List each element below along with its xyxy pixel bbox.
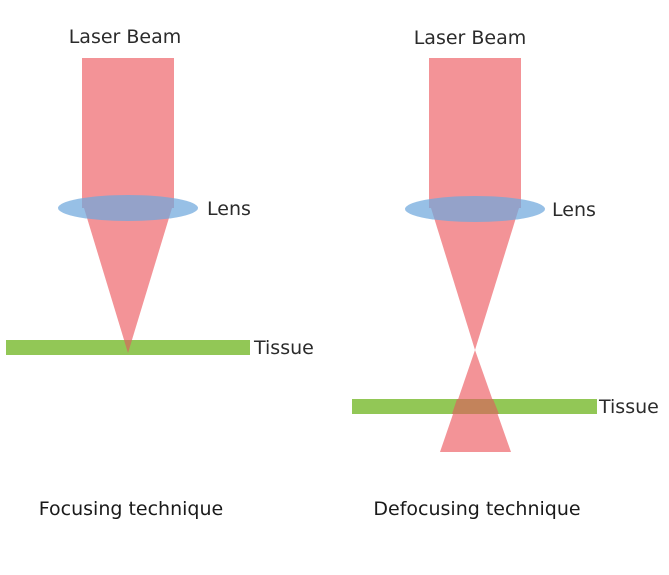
focusing-beam-label: Laser Beam (69, 26, 182, 48)
focusing-lens-label: Lens (207, 198, 251, 220)
defocusing-caption: Defocusing technique (373, 498, 580, 520)
defocusing-converging-cone (431, 208, 519, 350)
defocusing-lens (405, 196, 545, 222)
focusing-tissue-label: Tissue (253, 337, 314, 359)
focusing-panel: Laser Beam Lens Tissue Focusing techniqu… (6, 26, 314, 520)
focusing-caption: Focusing technique (39, 498, 223, 520)
focusing-laser-beam (82, 58, 174, 208)
focusing-focal-point (124, 340, 132, 353)
defocusing-beam-label: Laser Beam (414, 27, 527, 49)
defocusing-lens-label: Lens (552, 199, 596, 221)
defocusing-beam-spot (452, 399, 499, 414)
defocusing-laser-beam (429, 58, 521, 208)
defocusing-tissue-label: Tissue (598, 396, 659, 418)
focusing-lens (58, 195, 198, 221)
focusing-converging-cone (84, 208, 172, 353)
defocusing-panel: Laser Beam Lens Tissue Defocusing techni… (352, 27, 659, 520)
